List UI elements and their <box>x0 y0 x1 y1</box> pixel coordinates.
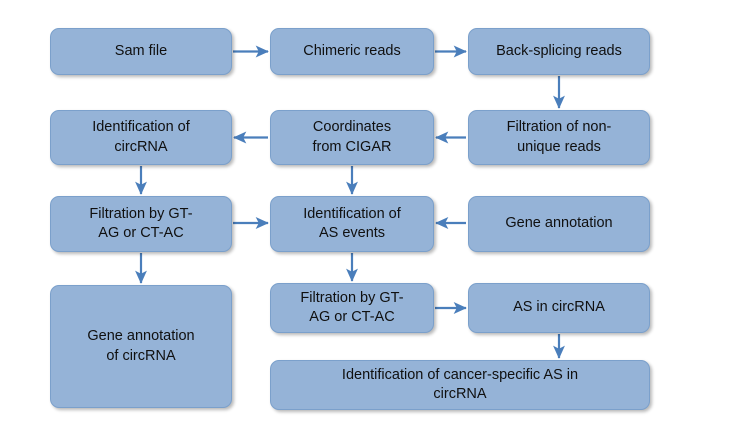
node-gene-annotation[interactable]: Gene annotation <box>468 196 650 252</box>
node-back-splicing-reads[interactable]: Back-splicing reads <box>468 28 650 75</box>
node-identification-of-circrna[interactable]: Identification of circRNA <box>50 110 232 165</box>
node-label: Chimeric reads <box>303 42 401 59</box>
node-identification-of-cancer-specific-as-in-circrna[interactable]: Identification of cancer-specific AS in … <box>270 360 650 410</box>
node-filtration-by-gt-ag-or-ct-ac-2[interactable]: Filtration by GT- AG or CT-AC <box>270 283 434 333</box>
node-label: Sam file <box>114 42 168 59</box>
node-gene-annotation-of-circrna[interactable]: Gene annotation of circRNA <box>50 285 232 408</box>
node-label: Filtration by GT- AG or CT-AC <box>300 289 404 325</box>
node-filtration-of-non-unique-reads[interactable]: Filtration of non- unique reads <box>468 110 650 165</box>
node-label: Identification of cancer-specific AS in … <box>341 366 579 402</box>
node-label: Filtration of non- unique reads <box>506 119 612 155</box>
node-identification-of-as-events[interactable]: Identification of AS events <box>270 196 434 252</box>
node-as-in-circrna[interactable]: AS in circRNA <box>468 283 650 333</box>
node-label: Gene annotation of circRNA <box>87 328 195 364</box>
node-filtration-by-gt-ag-or-ct-ac-1[interactable]: Filtration by GT- AG or CT-AC <box>50 196 232 252</box>
node-label: Gene annotation <box>505 215 613 232</box>
node-sam-file[interactable]: Sam file <box>50 28 232 75</box>
node-label: Coordinates from CIGAR <box>312 119 392 155</box>
node-chimeric-reads[interactable]: Chimeric reads <box>270 28 434 75</box>
node-label: Identification of circRNA <box>92 119 190 155</box>
node-coordinates-from-cigar[interactable]: Coordinates from CIGAR <box>270 110 434 165</box>
node-label: AS in circRNA <box>513 299 605 316</box>
node-label: Filtration by GT- AG or CT-AC <box>89 205 193 241</box>
node-label: Identification of AS events <box>303 205 401 241</box>
node-label: Back-splicing reads <box>496 42 622 59</box>
